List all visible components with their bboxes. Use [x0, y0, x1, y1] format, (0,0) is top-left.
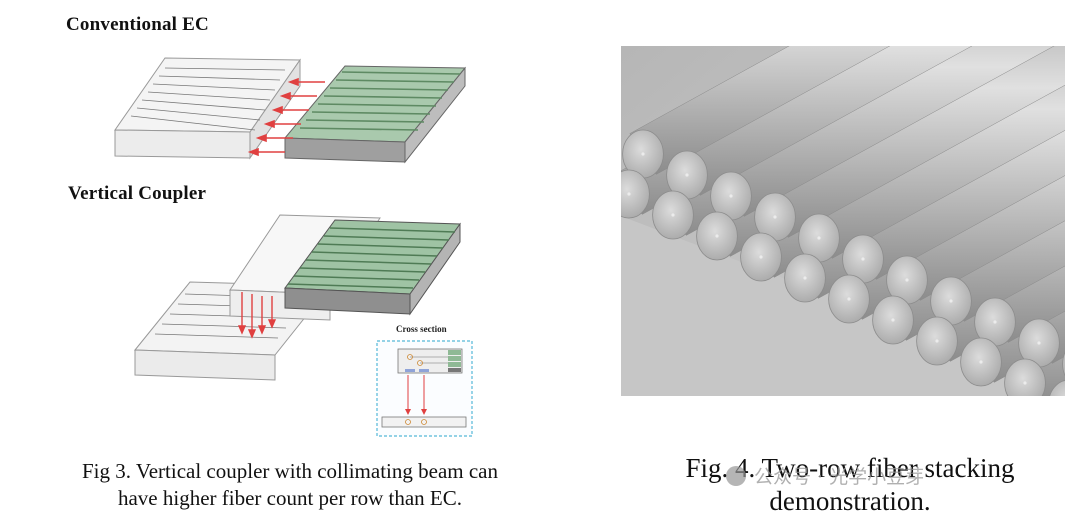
wechat-icon: [726, 465, 746, 486]
figure-3-caption: Fig 3. Vertical coupler with collimating…: [20, 458, 560, 512]
fiber-core: [671, 213, 675, 217]
fiber-core: [773, 215, 777, 219]
watermark: 公众号 · 光学小豆芽: [726, 462, 924, 489]
fiber-stacking-photo: [621, 46, 1065, 396]
figure-3-caption-line-2: have higher fiber count per row than EC.: [117, 486, 463, 510]
figure-3-caption-line-1: Fig 3. Vertical coupler with collimating…: [81, 459, 498, 483]
fiber-core: [1023, 381, 1027, 385]
fiber-core: [715, 234, 719, 238]
fiber-core: [935, 339, 939, 343]
fiber-core: [905, 278, 909, 282]
fiber-core: [627, 192, 631, 196]
fiber-core: [949, 299, 953, 303]
watermark-text: 公众号 · 光学小豆芽: [754, 466, 925, 488]
fiber-core: [979, 360, 983, 364]
fiber-core: [641, 152, 645, 156]
fiber-core: [685, 173, 689, 177]
fiber-core: [847, 297, 851, 301]
fiber-core: [1037, 341, 1041, 345]
conventional-ec-diagram: [114, 57, 467, 164]
fiber-end-face: [621, 169, 650, 219]
fiber-end-face: [1062, 351, 1065, 377]
fiber-core: [803, 276, 807, 280]
fiber-end-face: [1049, 380, 1065, 396]
fiber-end-face: [1004, 358, 1046, 396]
fiber-core: [993, 320, 997, 324]
heading-conventional-ec: Conventional EC: [66, 14, 209, 35]
fiber-core: [861, 257, 865, 261]
cross-section-inset: Cross section: [376, 324, 473, 437]
fiber-core: [817, 236, 821, 240]
heading-vertical-coupler: Vertical Coupler: [68, 183, 207, 204]
fiber-core: [759, 255, 763, 259]
fiber-core: [891, 318, 895, 322]
figure-4-caption-line-2: demonstration.: [769, 486, 931, 516]
cross-section-label: Cross section: [396, 324, 447, 334]
fiber-core: [729, 194, 733, 198]
vertical-coupler-diagram: [133, 214, 461, 381]
